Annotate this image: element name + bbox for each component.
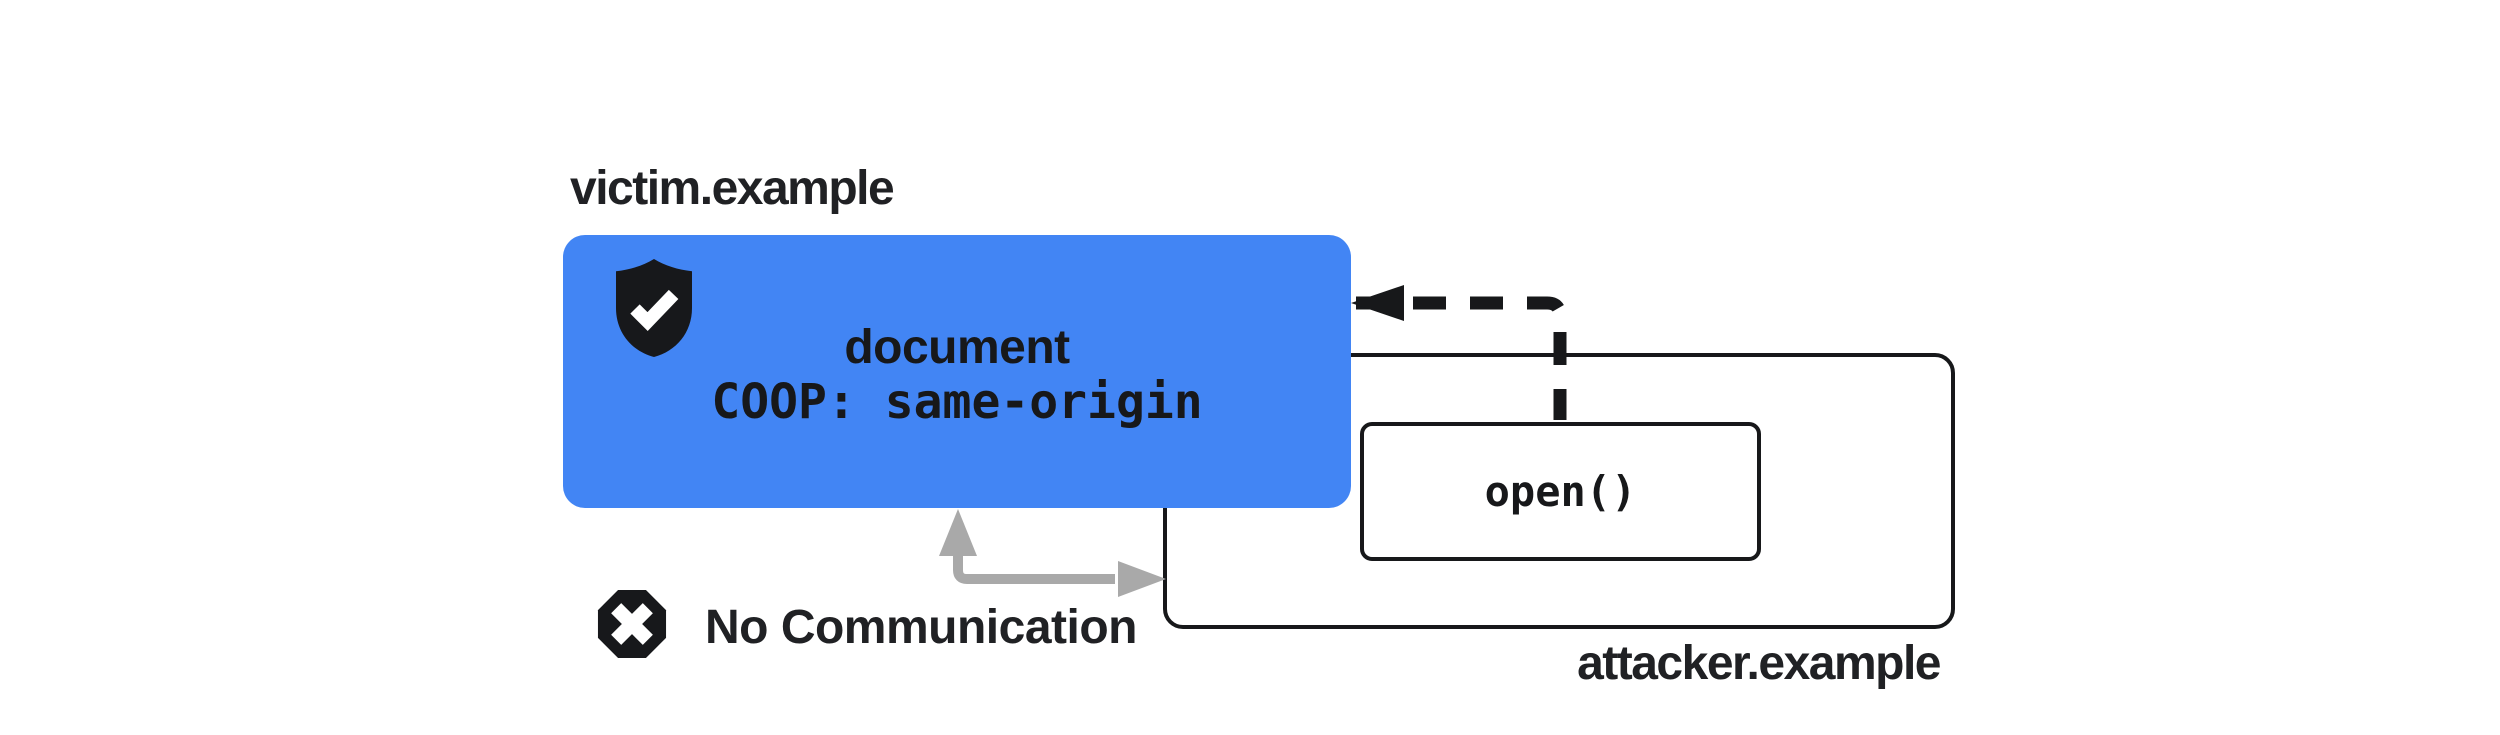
document-label: document (844, 320, 1070, 374)
victim-domain-label: victim.example (570, 162, 895, 215)
open-call-box: open() (1360, 422, 1761, 561)
shield-check-icon (616, 259, 692, 357)
victim-box-text: document COOP: same-origin (563, 235, 1351, 508)
open-call-label: open() (1484, 467, 1637, 516)
no-communication-label: No Communication (705, 601, 1138, 654)
attacker-domain-label: attacker.example (1577, 637, 1941, 690)
blocked-communication-arrow (939, 509, 1166, 597)
victim-document-box: document COOP: same-origin (563, 235, 1351, 508)
octagon-x-icon (597, 589, 667, 659)
coop-header-label: COOP: same-origin (711, 373, 1203, 430)
